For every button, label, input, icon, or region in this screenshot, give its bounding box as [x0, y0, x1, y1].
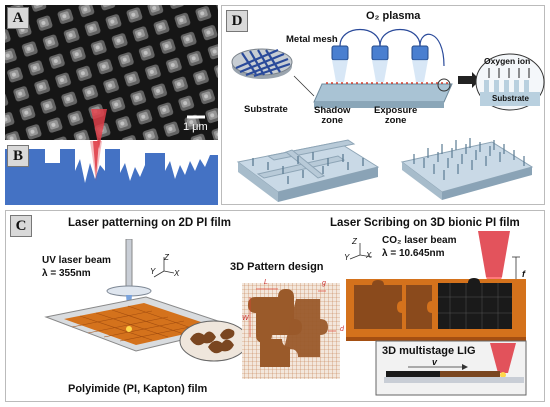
exposure-zone-line1: Exposure [374, 105, 418, 116]
shadow-zone-label: Shadow zone [314, 106, 350, 126]
substrate-left-label: Substrate [244, 104, 288, 115]
scale-bar-label: 1 μm [183, 121, 208, 133]
panel-c: C Laser patterning on 2D PI film UV lase… [5, 210, 545, 402]
panel-c-label: C [10, 215, 32, 237]
metal-mesh-label: Metal mesh [286, 34, 338, 45]
pi-film-2d-illustration [44, 239, 249, 362]
panel-a: A 1 μm [5, 5, 218, 149]
left-title: Laser patterning on 2D PI film [68, 217, 231, 229]
pattern-design-title: 3D Pattern design [230, 261, 324, 273]
panel-d-label: D [226, 10, 248, 32]
panel-d: D [221, 5, 545, 205]
dim-w-label: W [242, 315, 249, 322]
dim-v-label: v [432, 357, 438, 367]
pillar-array-with-grooves [236, 139, 380, 202]
plasma-label: O₂ plasma [366, 10, 421, 22]
surface-profile [5, 141, 218, 205]
oxygen-ion-label: Oxygen ion [484, 56, 531, 66]
axis-y-label: Y [150, 267, 156, 276]
panel-b: B [5, 141, 218, 205]
right-title: Laser Scribing on 3D bionic PI film [330, 217, 520, 229]
substrate-right-label: Substrate [492, 94, 529, 103]
axis-z-label: Z [164, 253, 169, 262]
uv-laser-label-2: λ = 355nm [42, 268, 91, 279]
panel-a-label: A [7, 7, 29, 29]
lig-title: 3D multistage LIG [382, 345, 476, 357]
shadow-zone-line1: Shadow [314, 105, 351, 116]
dim-l-label: L [264, 279, 268, 286]
plasma-setup-diagram [231, 28, 545, 111]
dim-f-label: f [522, 269, 525, 279]
pattern-design-illustration [242, 283, 340, 379]
dim-g-label: g [322, 280, 326, 287]
co2-laser-label-2: λ = 10.645nm [382, 248, 445, 259]
axis-x2-label: X [366, 251, 372, 260]
co2-laser-label-1: CO₂ laser beam [382, 235, 457, 246]
pi-film-label: Polyimide (PI, Kapton) film [68, 383, 208, 395]
pi-film-3d-illustration [346, 231, 527, 396]
exposure-zone-label: Exposure zone [374, 106, 417, 126]
dim-d-label: d [340, 326, 344, 333]
sem-micrograph [5, 5, 218, 140]
uniform-pillar-array [400, 138, 534, 200]
exposure-zone-line2: zone [384, 115, 407, 126]
laser-focus-marker [91, 109, 107, 149]
panel-b-label: B [7, 145, 29, 167]
axis-z2-label: Z [352, 237, 357, 246]
shadow-zone-line2: zone [321, 115, 344, 126]
axis-y2-label: Y [344, 253, 350, 262]
uv-laser-label-1: UV laser beam [42, 255, 111, 266]
axis-x-label: X [174, 269, 180, 278]
